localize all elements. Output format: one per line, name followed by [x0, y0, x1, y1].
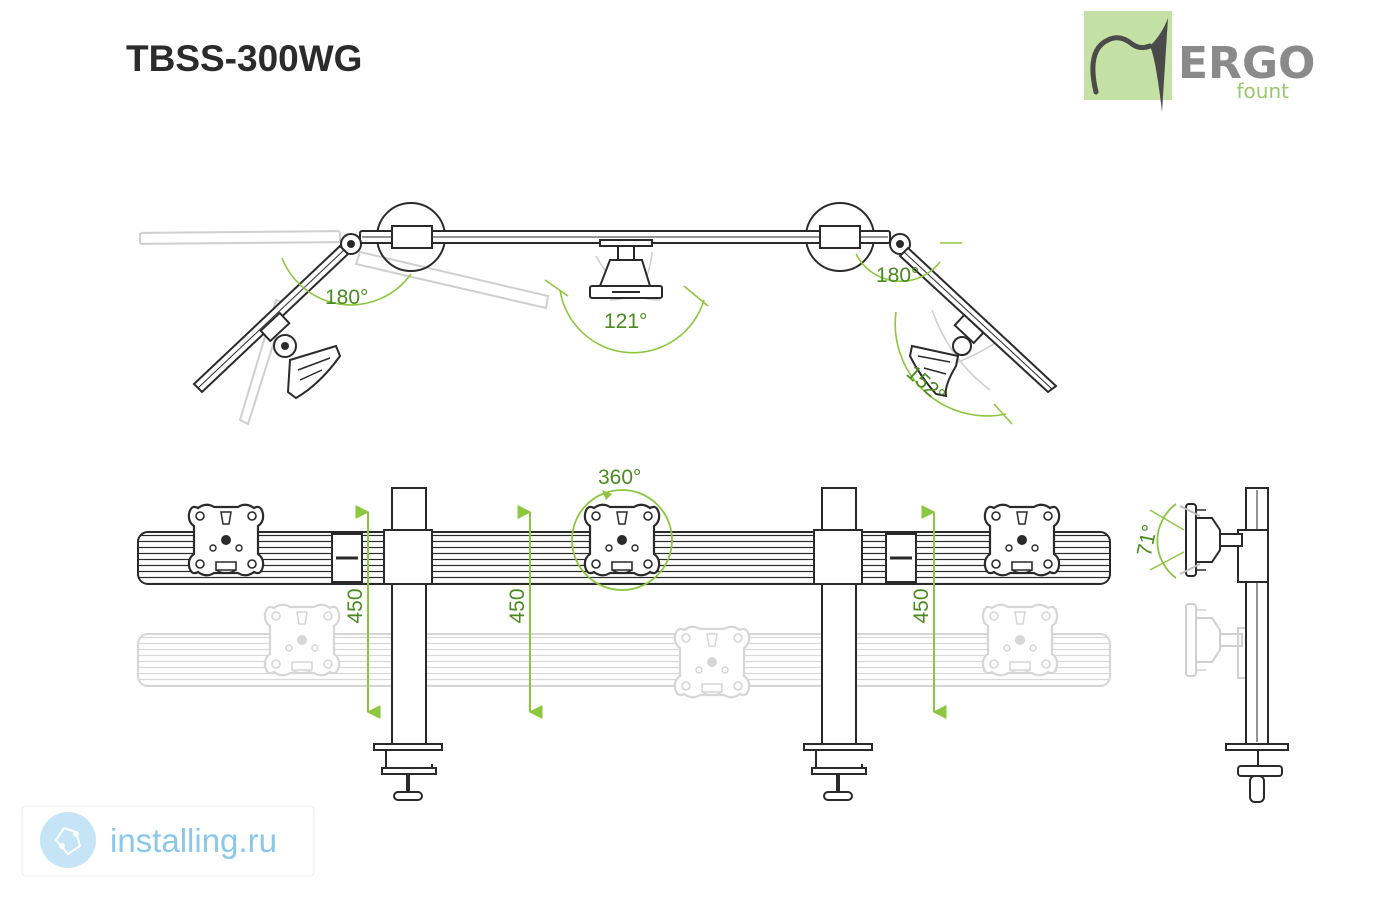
top-view: 180° 121° 180° 152° — [138, 202, 1058, 426]
front-view-ghost-lowered — [137, 603, 1111, 699]
angle-label-left-arm: 180° — [325, 286, 368, 309]
tilt-arc — [1156, 503, 1177, 579]
side-view: 71° — [1133, 487, 1289, 803]
vesa-plate-center — [583, 503, 661, 577]
left-swing-arm — [192, 233, 362, 400]
dimension-label-right: 450 — [910, 588, 933, 623]
right-swing-arm — [889, 233, 1058, 398]
logo-name: ERGO — [1178, 38, 1315, 89]
side-monitor-head — [1179, 503, 1243, 577]
height-dimension-arrows — [355, 505, 947, 719]
header: TBSS-300WG — [100, 25, 690, 83]
rotation-arrow-icon — [602, 490, 612, 500]
brand-logo: ERGO fount — [1084, 11, 1315, 112]
logo-subtitle: fount — [1237, 79, 1290, 103]
watermark-logo-icon — [40, 812, 96, 868]
angle-label-tilt: 71° — [1133, 522, 1162, 558]
angle-label-rotation: 360° — [598, 466, 641, 489]
watermark: installing.ru — [21, 805, 315, 877]
vesa-plate-left — [187, 503, 265, 577]
dimension-label-center: 450 — [506, 588, 529, 623]
top-view-angle-arcs — [281, 242, 1013, 425]
right-pole — [803, 487, 873, 801]
left-pole — [373, 487, 443, 801]
page-title: TBSS-300WG — [126, 38, 362, 79]
angle-label-right-arm: 180° — [876, 264, 919, 287]
rotation-circle — [571, 489, 673, 591]
logo-swoosh-icon — [1090, 35, 1153, 95]
dimension-label-left: 450 — [344, 588, 367, 623]
vesa-plate-right — [983, 503, 1061, 577]
logo-blade-icon — [1150, 18, 1168, 112]
center-top-head — [589, 239, 663, 299]
angle-label-center-head: 121° — [604, 310, 647, 333]
front-view: 360° 450 450 450 — [137, 466, 1111, 801]
side-pole — [1225, 487, 1289, 803]
watermark-text: installing.ru — [110, 822, 277, 859]
